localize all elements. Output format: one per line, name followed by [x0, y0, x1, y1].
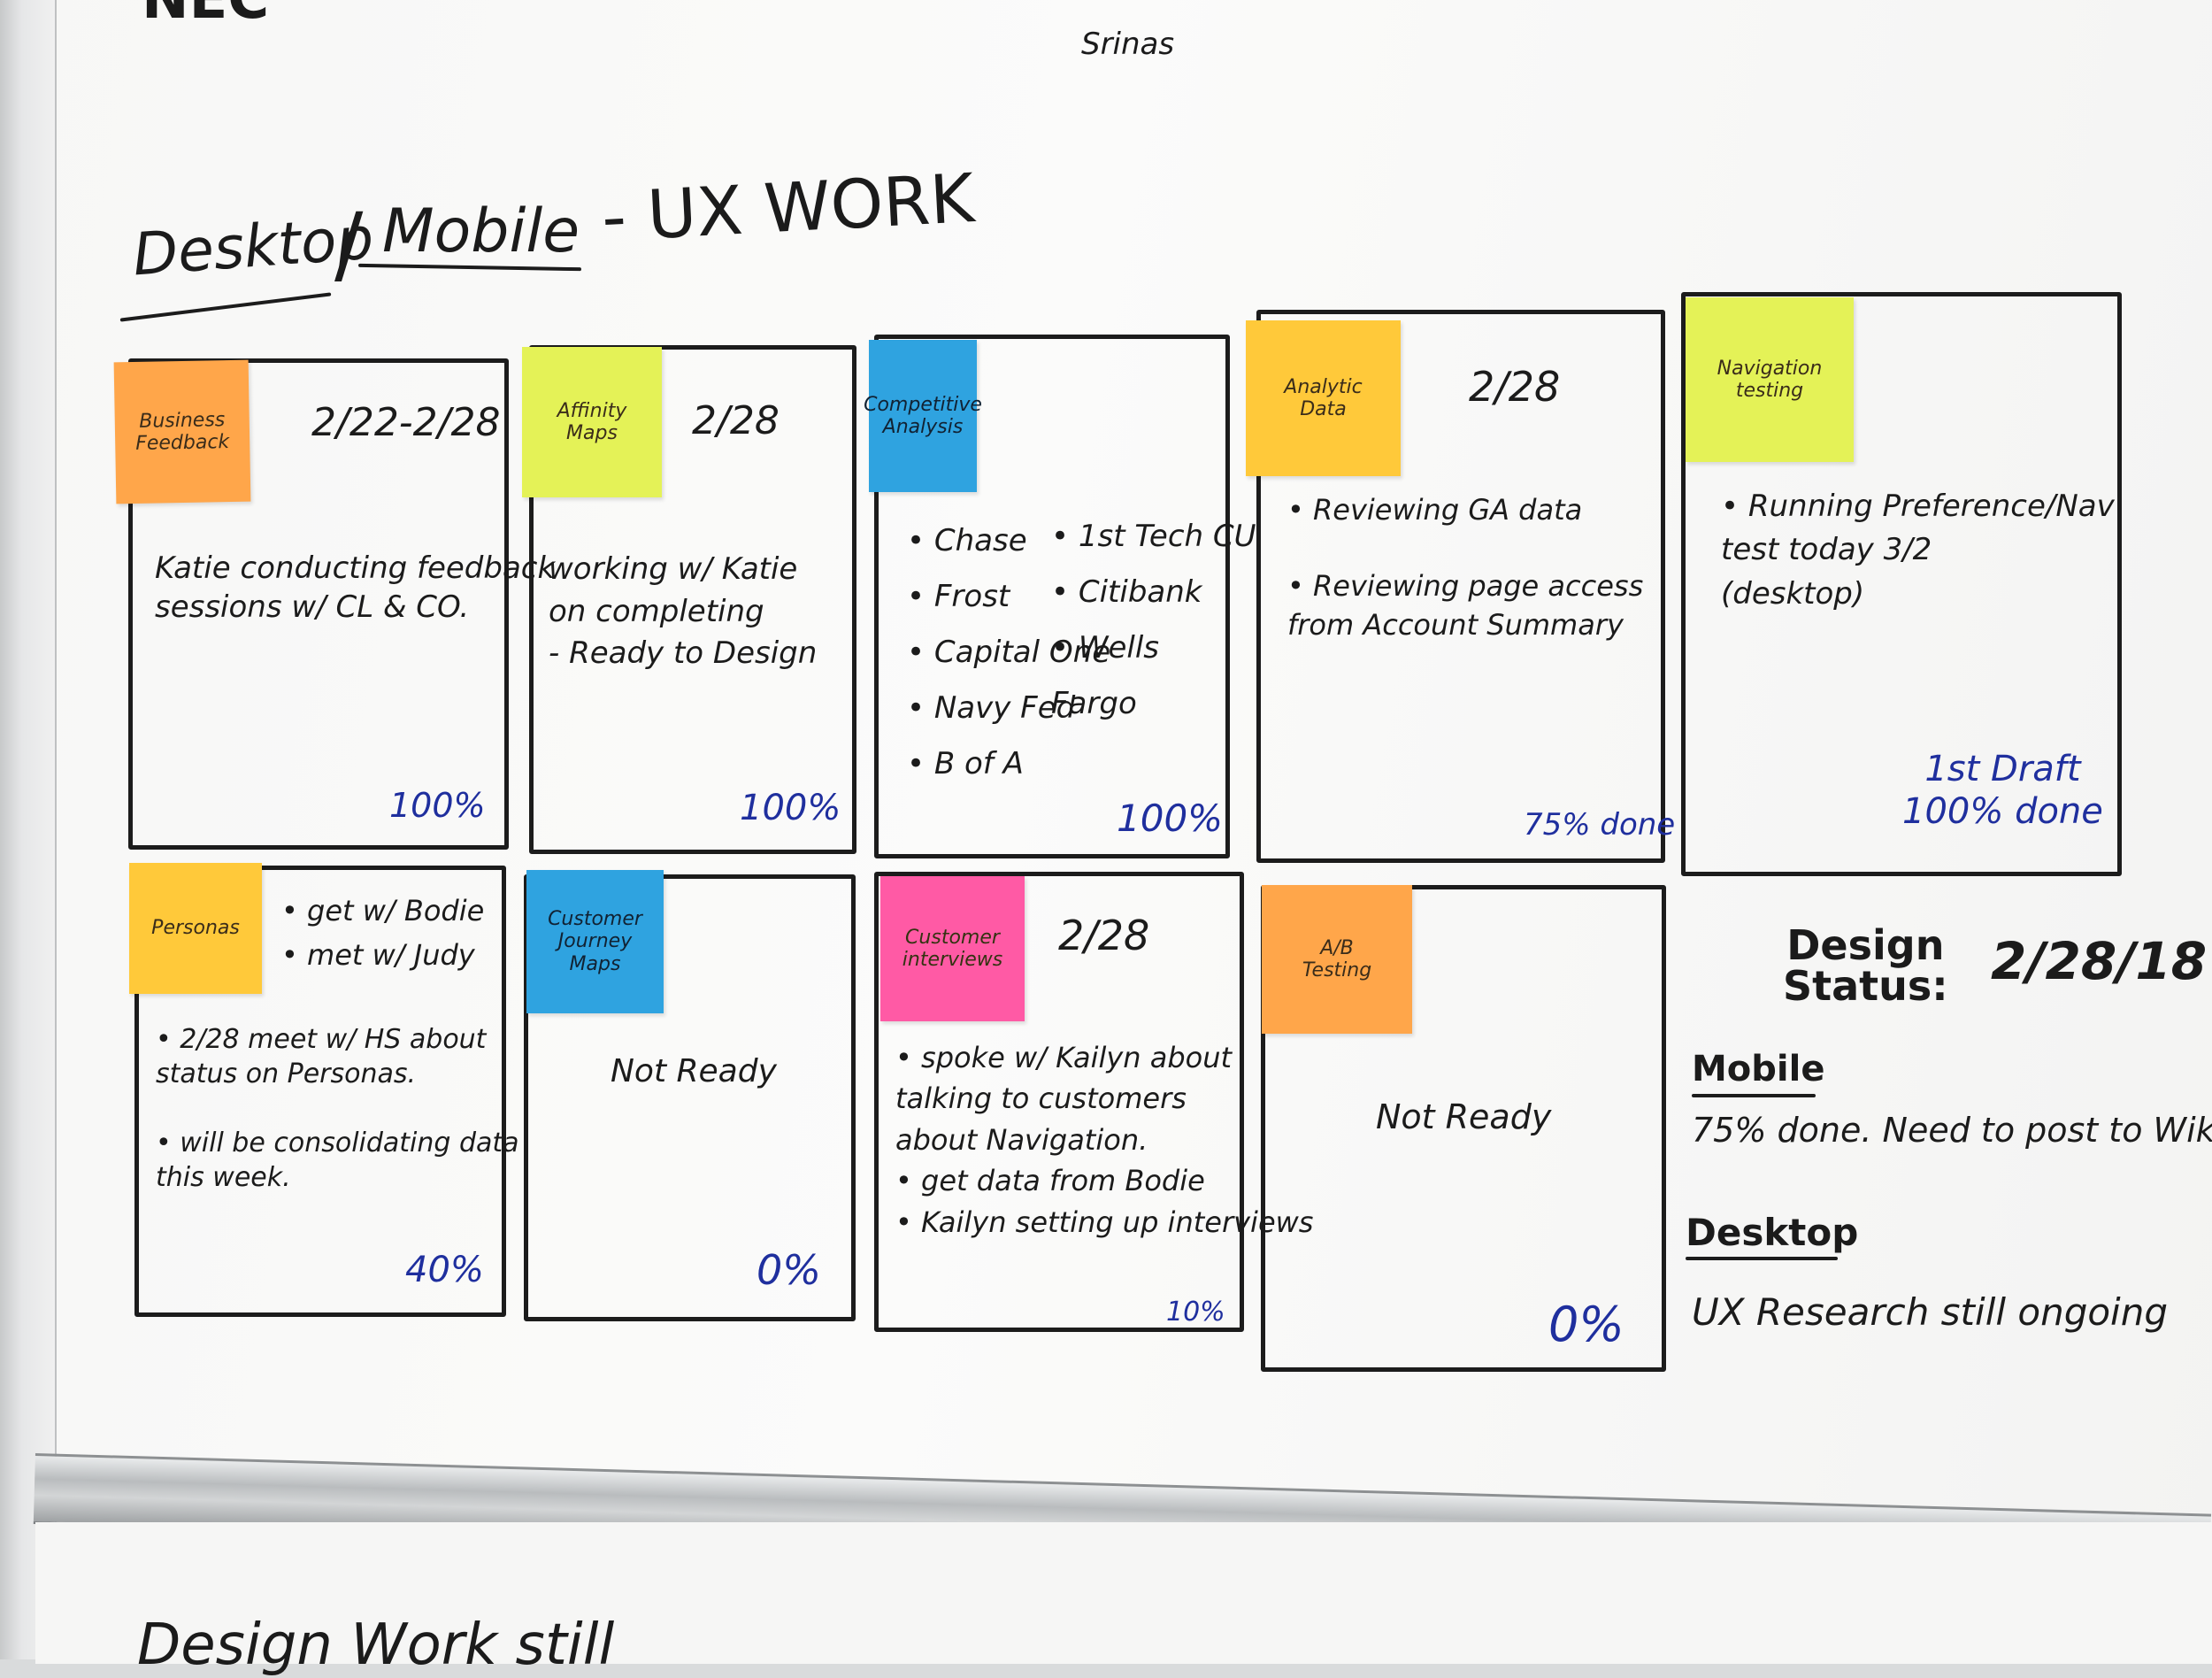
whiteboard-frame-left [0, 0, 57, 1659]
sticky-navigation-testing: Navigation testing [1686, 297, 1854, 462]
mobile-label-underline [1692, 1094, 1816, 1097]
card-customer-journey-maps [524, 874, 856, 1321]
sticky-ab-testing: A/B Testing [1262, 885, 1412, 1034]
card-percent: 0% [1548, 1297, 1624, 1352]
card-side-notes: • get w/ Bodie • met w/ Judy [281, 894, 485, 972]
card-date: 2/22-2/28 [311, 400, 501, 445]
card-notes-right: • 1st Tech CU • Citibank • Wells Fargo [1051, 519, 1256, 721]
card-percent: 40% [405, 1250, 484, 1290]
card-notes: • Running Preference/Nav test today 3/2 … [1721, 489, 2115, 612]
design-status-desktop-text: UX Research still ongoing [1692, 1290, 2169, 1334]
card-percent: 100% [740, 788, 841, 828]
sticky-customer-journey-maps: Customer Journey Maps [526, 870, 664, 1013]
card-navigation-testing [1681, 292, 2122, 876]
card-percent: 10% [1166, 1297, 1225, 1328]
card-customer-interviews [874, 872, 1244, 1332]
card-percent: 100% [389, 786, 486, 825]
card-date: 2/28 [1469, 363, 1561, 411]
bottom-fragment: Design Work still [137, 1613, 615, 1678]
design-status-desktop-label: Desktop [1686, 1211, 1859, 1254]
card-notes-left: • Chase • Frost • Capital One • Navy Fed… [907, 523, 1111, 781]
card-notes: • spoke w/ Kailyn about talking to custo… [895, 1041, 1314, 1239]
card-ab-testing [1261, 885, 1666, 1372]
card-personas [134, 866, 506, 1317]
card-percent: 0% [757, 1246, 821, 1294]
card-notes: Katie conducting feedback sessions w/ CL… [155, 550, 556, 626]
card-notes: Not Ready [1376, 1097, 1552, 1136]
design-status-heading: Design Status: [1783, 921, 1948, 1010]
sticky-customer-interviews: Customer interviews [880, 876, 1025, 1021]
card-notes: • Reviewing GA data • Reviewing page acc… [1287, 493, 1644, 642]
design-status-mobile-label: Mobile [1692, 1049, 1825, 1089]
sticky-personas: Personas [129, 863, 262, 994]
card-date: 2/28 [692, 398, 780, 443]
card-date: 2/28 [1058, 912, 1150, 959]
card-notes: • 2/28 meet w/ HS about status on Person… [156, 1024, 519, 1193]
card-notes: Not Ready [611, 1053, 777, 1089]
card-competitive-analysis [874, 335, 1230, 858]
sticky-affinity-maps: Affinity Maps [522, 347, 662, 497]
sticky-competitive-analysis: Competitive Analysis [864, 340, 982, 492]
card-notes: working w/ Katie on completing - Ready t… [549, 551, 818, 672]
desktop-label-underline [1686, 1257, 1838, 1260]
sticky-analytic-data: Analytic Data [1246, 320, 1401, 476]
sticky-business-feedback: Business Feedback [113, 359, 251, 504]
lower-whiteboard [35, 1522, 2212, 1664]
card-percent: 100% [1117, 797, 1224, 840]
card-business-feedback [128, 358, 509, 850]
top-fragment-center: Srinas [1081, 27, 1175, 62]
card-analytic-data [1256, 310, 1665, 863]
design-status-mobile-text: 75% done. Need to post to Wiki [1692, 1111, 2212, 1150]
card-affinity-maps [529, 345, 856, 854]
title-mobile: Mobile [382, 196, 580, 266]
design-status-date: 2/28/18 [1991, 931, 2208, 991]
title-slash: / [334, 195, 364, 294]
card-percent: 1st Draft 100% done [1902, 749, 2103, 832]
card-percent: 75% done [1524, 807, 1676, 843]
top-fragment-left: NEC [142, 0, 269, 32]
